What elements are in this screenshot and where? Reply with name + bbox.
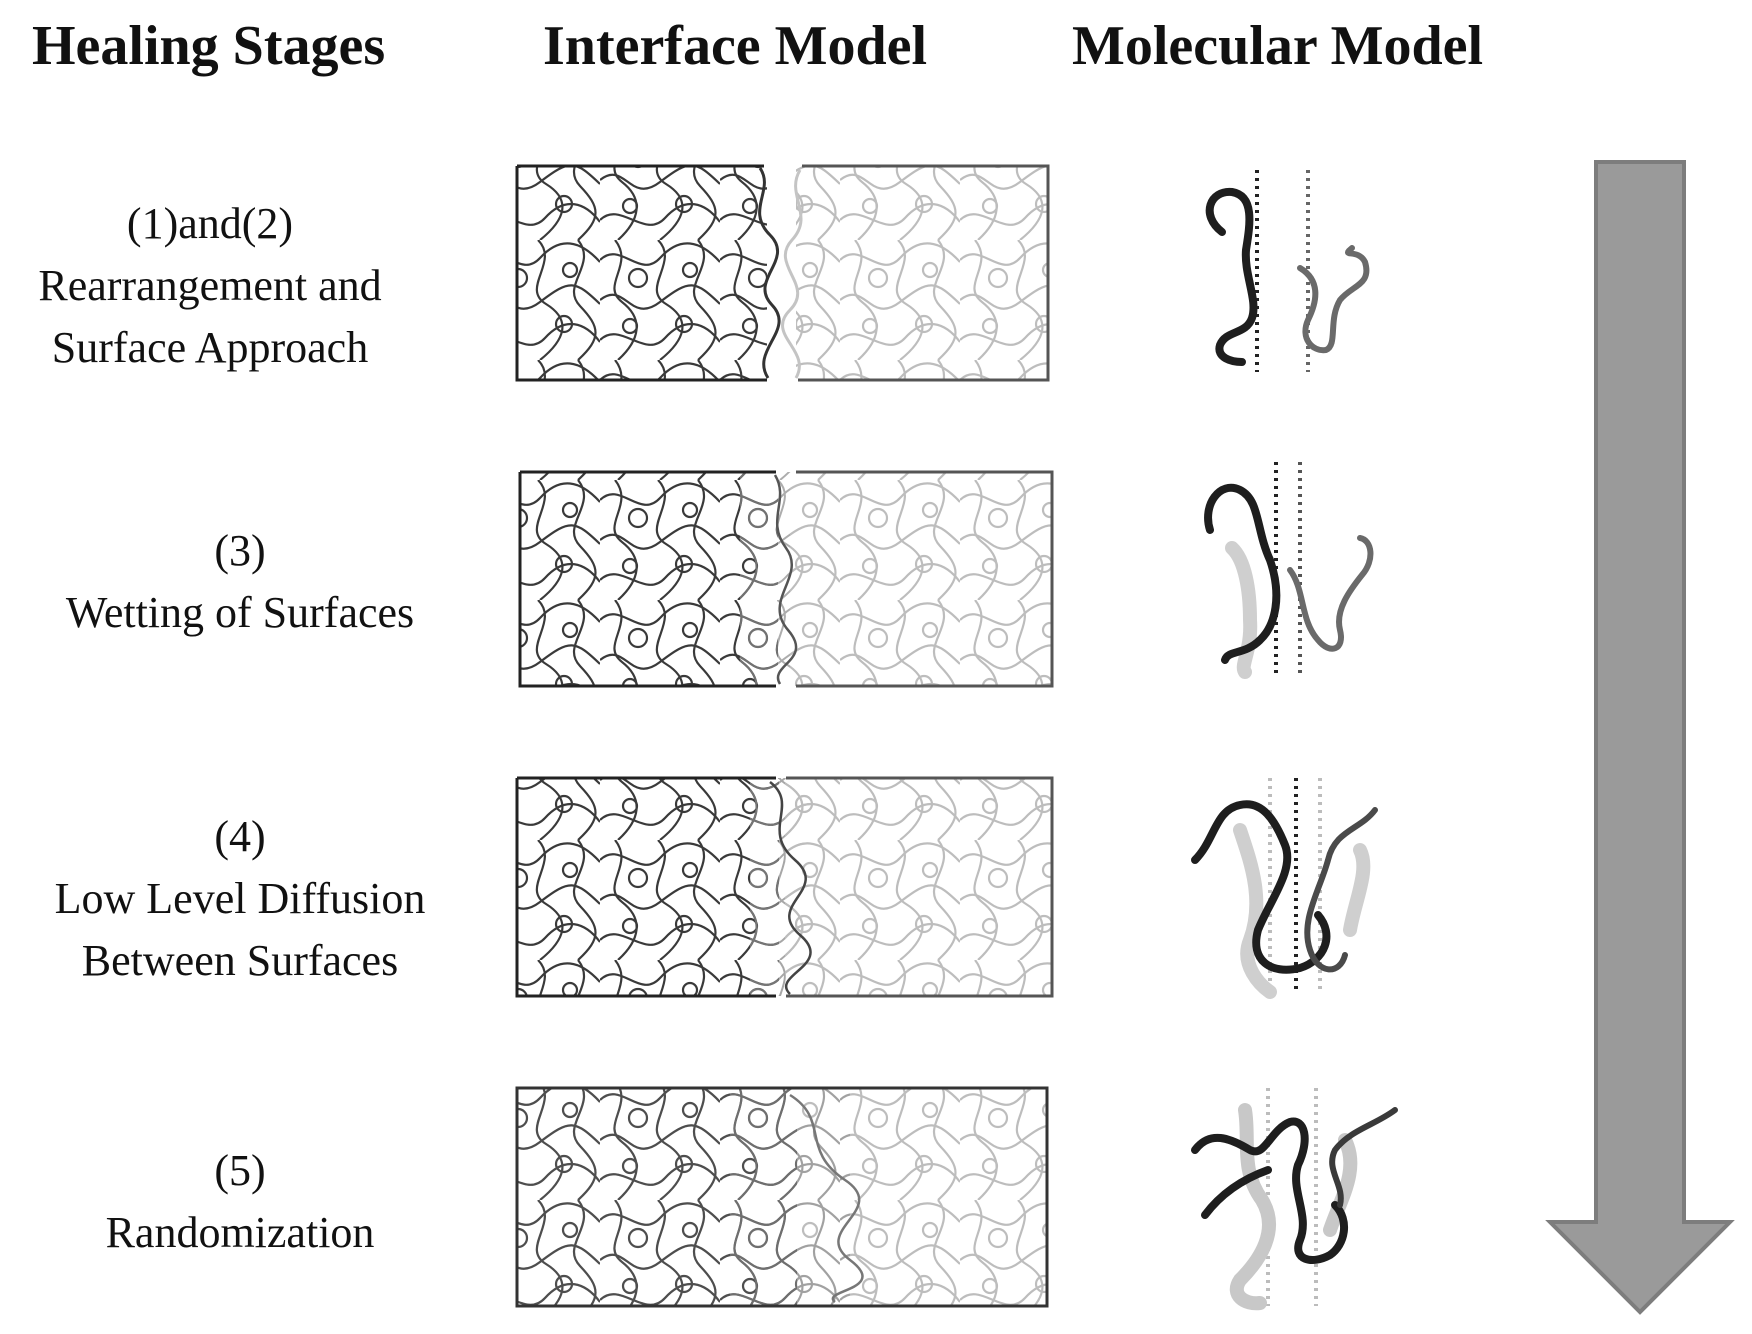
header-interface-model: Interface Model bbox=[543, 15, 928, 77]
interface-model-stage-4 bbox=[515, 1086, 1049, 1308]
interface-model-stage-1 bbox=[515, 164, 1050, 382]
molecular-model-stage-4 bbox=[1191, 1088, 1398, 1311]
stage-number: (1)and(2) bbox=[126, 199, 294, 248]
interface-model-stage-2 bbox=[518, 470, 1054, 688]
molecular-model-stage-3 bbox=[1191, 778, 1378, 999]
stage-number: (4) bbox=[214, 812, 266, 861]
stage-title-line1: Randomization bbox=[105, 1208, 375, 1257]
stage-title-line1: Rearrangement and bbox=[38, 261, 382, 310]
interface-model-stage-3 bbox=[515, 776, 1054, 998]
progression-arrow bbox=[1545, 160, 1735, 1315]
stage-4-label: (5) Randomization bbox=[20, 1140, 460, 1264]
header-healing-stages: Healing Stages bbox=[32, 15, 386, 77]
stage-title-line2: Between Surfaces bbox=[81, 936, 399, 985]
stage-3-label: (4) Low Level Diffusion Between Surfaces bbox=[20, 806, 460, 992]
stage-title-line2: Surface Approach bbox=[51, 323, 369, 372]
stage-number: (3) bbox=[214, 526, 266, 575]
stage-2-label: (3) Wetting of Surfaces bbox=[20, 520, 460, 644]
header-molecular-model: Molecular Model bbox=[1072, 15, 1484, 77]
stage-title-line1: Wetting of Surfaces bbox=[65, 588, 415, 637]
molecular-model-stage-2 bbox=[1204, 462, 1374, 679]
stage-number: (5) bbox=[214, 1146, 266, 1195]
stage-title-line1: Low Level Diffusion bbox=[54, 874, 426, 923]
stage-1-label: (1)and(2) Rearrangement and Surface Appr… bbox=[0, 193, 420, 379]
molecular-model-stage-1 bbox=[1205, 170, 1370, 372]
